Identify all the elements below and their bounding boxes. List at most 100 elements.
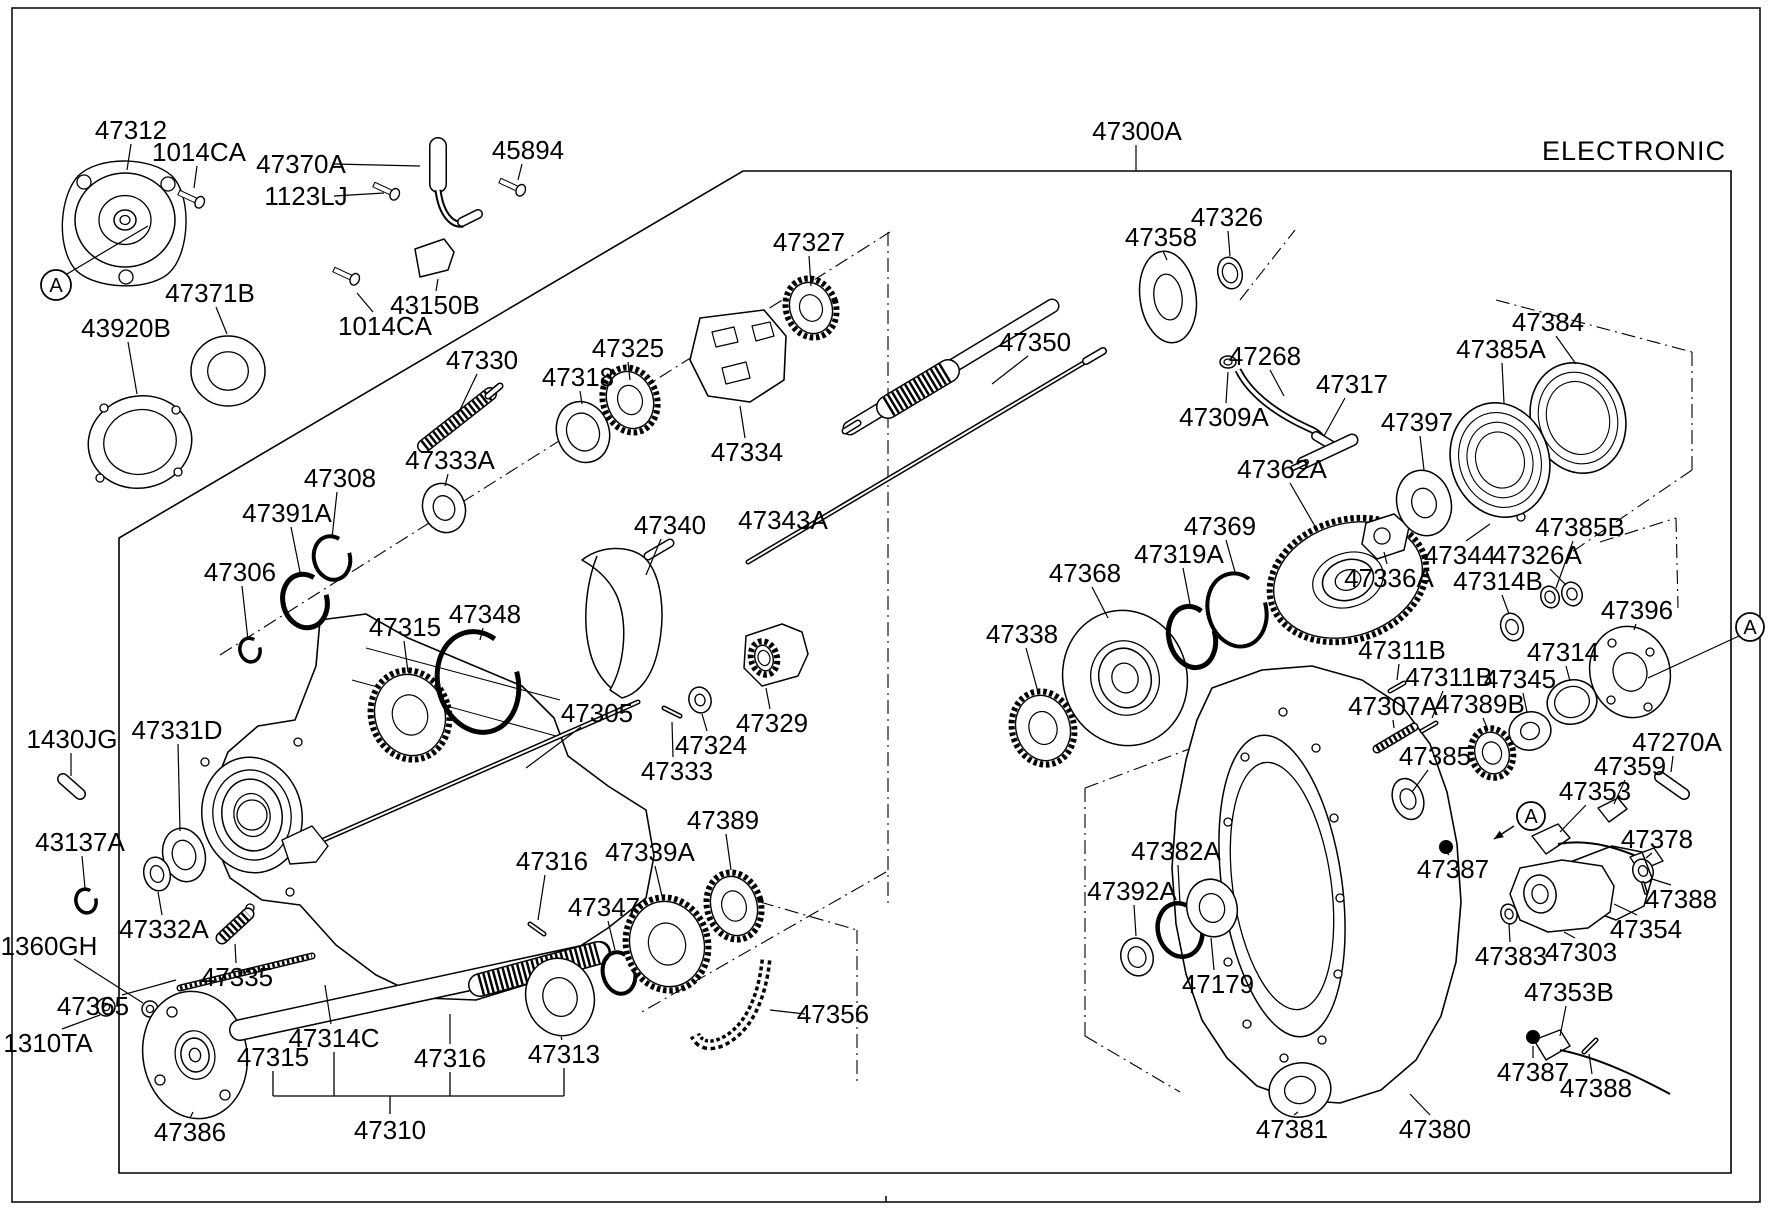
coupling-ear [160, 176, 176, 192]
part-label-47311B: 47311B [1405, 662, 1493, 692]
rear-bolt-hole [1223, 957, 1233, 967]
oring-47326-inner [1221, 262, 1239, 284]
part-label-47389: 47389 [687, 805, 759, 835]
part-label-47309A: 47309A [1179, 402, 1269, 432]
pin-47307a-spline [1375, 724, 1416, 752]
leader-line-47392A [1133, 904, 1137, 937]
leader-line-47380 [1409, 1093, 1431, 1116]
part-label-1310TA: 1310TA [3, 1028, 93, 1058]
flange-47396-hole [1607, 638, 1617, 648]
part-label-47371B: 47371B [165, 278, 255, 308]
part-label-47340: 47340 [634, 510, 706, 540]
retainer-hole [1373, 527, 1391, 545]
part-label-47388: 47388 [1645, 884, 1717, 914]
leader-line-47365 [121, 979, 177, 996]
view-marker-letter: A [1524, 806, 1538, 828]
part-label-47316: 47316 [414, 1043, 486, 1073]
mainshaft-tip-core [843, 421, 860, 433]
rail-47305-core [304, 701, 639, 849]
leader-line-47386 [189, 1111, 194, 1119]
leader-line-47334 [739, 405, 746, 439]
gasket-43920b-inner [103, 408, 177, 476]
leader-line-47314 [1565, 665, 1571, 682]
retainer-47358-inner [1153, 273, 1183, 321]
leader-line-47335 [234, 943, 237, 964]
leader-line-47324 [701, 713, 708, 732]
snap-ring-47308 [311, 534, 353, 582]
leader-line-47378 [1645, 852, 1653, 859]
leader-line-47370A [333, 163, 421, 167]
bearing-47179-inner [1198, 892, 1226, 924]
part-label-47315: 47315 [369, 612, 441, 642]
rail-foot [281, 825, 329, 865]
input-shaft-47330-spline [420, 389, 494, 451]
leader-line-47358 [1162, 250, 1168, 261]
leader-line-47388 [1651, 878, 1672, 886]
leader-line-47356 [769, 1009, 806, 1015]
leader-line-47316 [537, 874, 546, 921]
part-label-47317: 47317 [1316, 369, 1388, 399]
leader-line-47314B [1501, 594, 1510, 615]
leader-line-47387 [1446, 852, 1450, 856]
leader-line-47368 [1091, 586, 1109, 619]
leader-line-47319A [1182, 567, 1191, 605]
case-bore-hole [236, 799, 268, 831]
part-label-47314C: 47314C [288, 1023, 379, 1053]
part-label-47350: 47350 [999, 327, 1071, 357]
leader-line-43137A [81, 855, 86, 889]
fork-47340 [581, 547, 663, 699]
part-label-47397: 47397 [1381, 407, 1453, 437]
bolt-45894 [498, 177, 527, 197]
drum-hub-inner [1111, 662, 1139, 694]
leader-line-1360GH [73, 958, 144, 1004]
gasket-hole [171, 405, 181, 415]
part-label-47314: 47314 [1527, 637, 1599, 667]
leader-line-47371B [215, 306, 228, 335]
case-bolt-hole [200, 757, 210, 767]
leader-line-47339A [654, 865, 663, 897]
coil-47385a-r3 [1474, 431, 1526, 489]
carrier-window [711, 326, 739, 348]
bracket-43150b [414, 238, 455, 278]
part-label-47353B: 47353B [1524, 977, 1614, 1007]
leader-line-47331D [177, 743, 181, 832]
leader-line-47344 [1465, 523, 1491, 542]
leader-line-45894 [517, 163, 523, 181]
part-label-47334: 47334 [711, 437, 783, 467]
part-label-47362A: 47362A [1237, 454, 1327, 484]
leader-line-43150B [435, 278, 439, 292]
flange-47396-inner [1612, 652, 1648, 692]
part-label-1014CA: 1014CA [152, 137, 247, 167]
coil-47385a-r1 [1458, 411, 1542, 509]
gear-47325-hub [616, 384, 644, 416]
leader-line-47389B [1482, 717, 1489, 731]
leader-line-47326 [1227, 230, 1231, 257]
plug-47387-2 [1526, 1030, 1540, 1044]
clip-47359 [1597, 797, 1628, 823]
part-label-47311B: 47311B [1358, 635, 1446, 665]
input-shaft-tip-core [486, 384, 502, 398]
oring-47383-inner [1504, 908, 1514, 920]
part-label-47391A: 47391A [242, 498, 332, 528]
part-label-47313: 47313 [528, 1039, 600, 1069]
ring-gear-47315-hub [391, 694, 429, 736]
hub-47345-inner [1519, 721, 1541, 741]
part-label-47382A: 47382A [1131, 836, 1221, 866]
leader-line-47333 [671, 721, 674, 758]
rear-bolt-hole [1317, 1035, 1327, 1045]
part-label-47330: 47330 [446, 345, 518, 375]
cam-gear-hub [757, 649, 771, 667]
sensor-47317-core [1298, 435, 1357, 468]
pin-47316-core [529, 923, 545, 935]
fork-47340-prong [585, 555, 612, 689]
leader-line-47359 [1613, 779, 1626, 805]
bushing-1430jg-core [58, 774, 85, 799]
sprocket-hub-inner [1334, 569, 1362, 591]
leader-line-47354 [1613, 903, 1638, 916]
view-marker-leader [1647, 635, 1740, 679]
leader-line-47350 [991, 355, 1029, 385]
coil-47385a-r0 [1449, 401, 1551, 519]
leader-line-47332A [157, 891, 163, 916]
leader-line-47353 [1559, 804, 1587, 833]
